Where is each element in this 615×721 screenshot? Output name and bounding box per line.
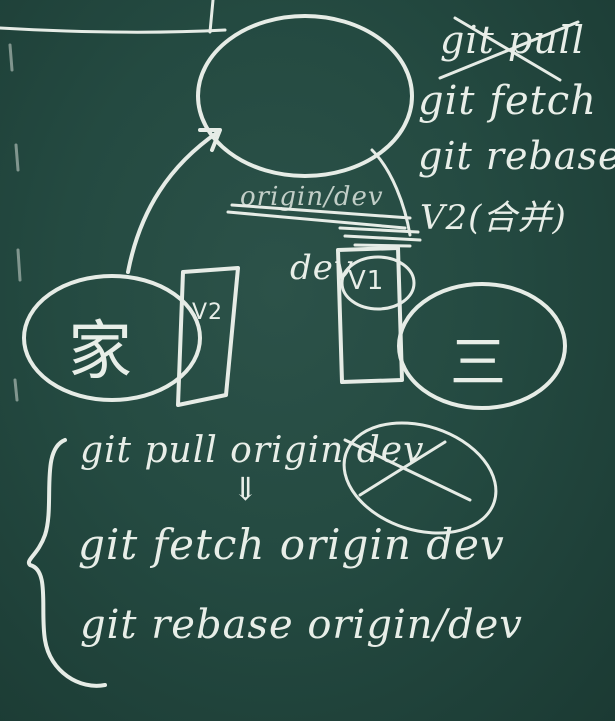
server-circle <box>196 14 414 178</box>
dev-branch-label: dev <box>290 248 355 288</box>
git-pull-strike <box>438 16 580 82</box>
curly-brace <box>26 438 107 688</box>
note-git-pull: git pull <box>440 18 585 62</box>
note-git-rebase: git rebase <box>418 134 615 178</box>
home-version-label: V2 <box>192 300 224 325</box>
cmd-git-rebase: git rebase origin/dev <box>80 602 523 648</box>
arrow-home-to-server <box>126 130 220 274</box>
crossed-circle <box>342 421 498 535</box>
server-repo-box <box>336 246 404 384</box>
note-git-fetch: git fetch <box>418 78 597 124</box>
origin-dev-label: origin/dev <box>240 182 384 212</box>
cmd-git-pull: git pull origin dev <box>80 430 425 471</box>
server-version-label: V1 <box>348 266 385 296</box>
down-arrow: ⇓ <box>232 470 260 508</box>
cross-out <box>343 438 472 502</box>
arrow-head <box>198 128 222 152</box>
home-node-label: 家 <box>68 315 132 389</box>
home-repo-box <box>176 266 240 407</box>
cmd-git-fetch: git fetch origin dev <box>78 520 505 569</box>
top-line <box>0 26 227 34</box>
home-circle <box>22 274 202 402</box>
server-link-line <box>370 148 412 237</box>
margin-marks <box>8 43 22 402</box>
top-vertical-line <box>208 0 215 34</box>
note-v2-merge: V2(合并) <box>420 198 567 238</box>
scribble-strike <box>226 203 422 248</box>
v1-ring <box>340 255 416 311</box>
three-node-label: 三 <box>450 331 506 396</box>
